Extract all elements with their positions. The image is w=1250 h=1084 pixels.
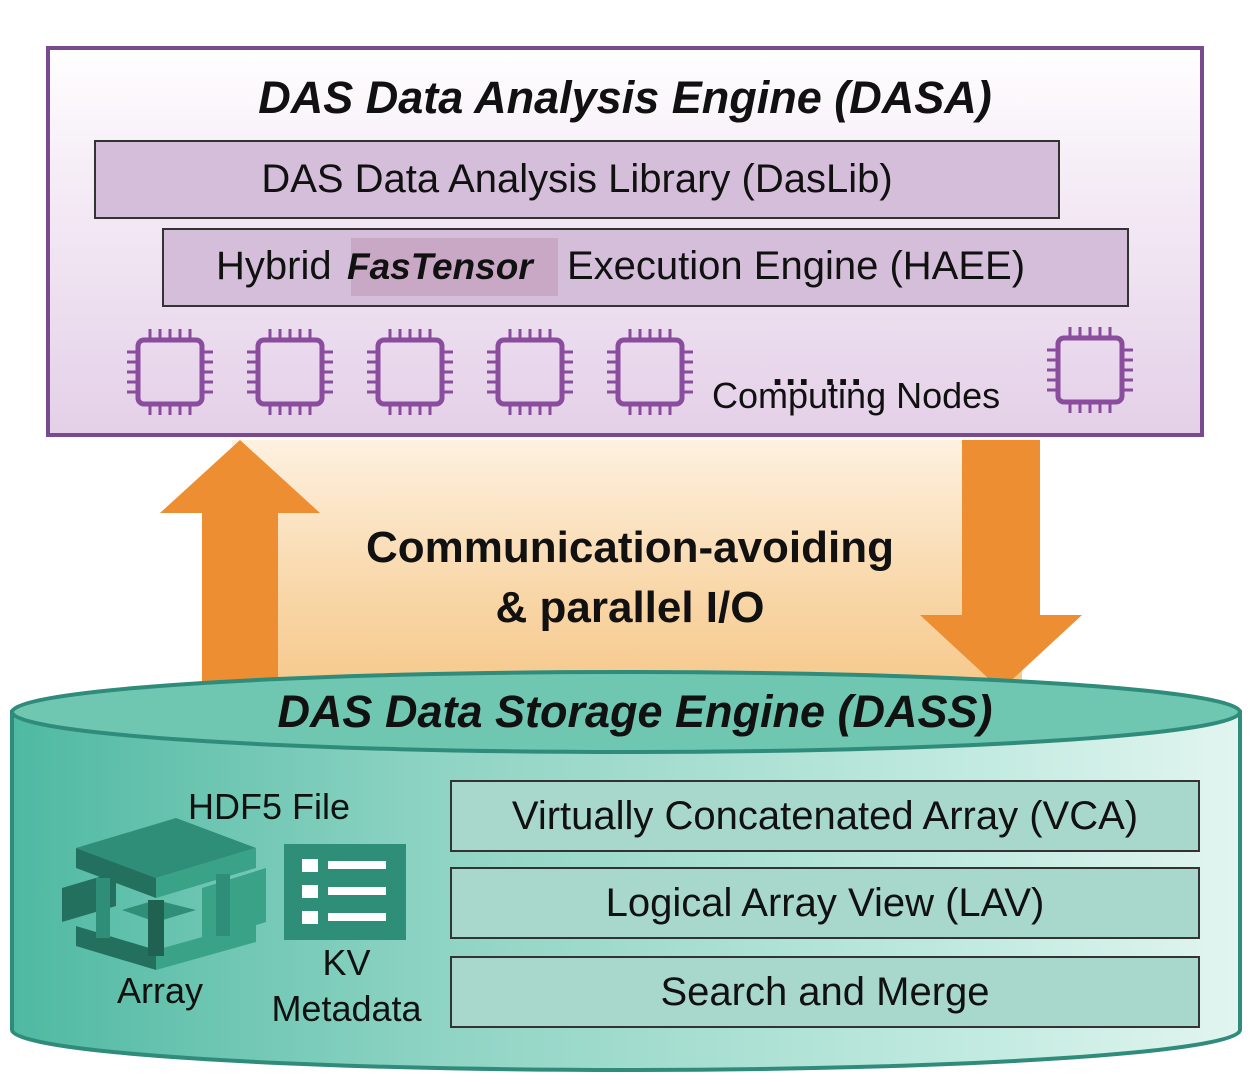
downward-arrow xyxy=(920,440,1082,690)
cylinder-top xyxy=(10,670,1242,754)
nodes-ellipsis: ... ... xyxy=(772,350,864,394)
upward-arrow xyxy=(160,440,320,690)
kv-metadata-label: KV Metadata xyxy=(264,940,429,1032)
search-merge-layer: Search and Merge xyxy=(450,956,1200,1028)
io-strategy-line2: & parallel I/O xyxy=(495,583,765,632)
kv-label-line2: Metadata xyxy=(271,988,422,1029)
vca-label: Virtually Concatenated Array (VCA) xyxy=(511,793,1139,838)
dass-title: DAS Data Storage Engine (DASS) xyxy=(277,686,993,737)
search-merge-label: Search and Merge xyxy=(660,969,990,1014)
io-strategy-line1: Communication-avoiding xyxy=(366,523,894,572)
dasa-engine-panel: DAS Data Analysis Engine (DASA) DAS Data… xyxy=(46,46,1204,437)
lav-layer: Logical Array View (LAV) xyxy=(450,867,1200,939)
array-label: Array xyxy=(117,970,204,1011)
io-strategy-label: Communication-avoiding & parallel I/O xyxy=(300,518,960,638)
kv-metadata-icon xyxy=(284,844,406,940)
vca-layer: Virtually Concatenated Array (VCA) xyxy=(450,780,1200,852)
daslib-layer: DAS Data Analysis Library (DasLib) xyxy=(94,140,1060,219)
fastensor-highlight xyxy=(351,238,558,296)
daslib-label: DAS Data Analysis Library (DasLib) xyxy=(261,157,893,201)
hdf5-file-label: HDF5 File xyxy=(188,786,351,827)
haee-layer: Hybrid FasTensor Execution Engine (HAEE) xyxy=(162,228,1129,307)
haee-prefix: Hybrid xyxy=(216,244,332,288)
dasa-title: DAS Data Analysis Engine (DASA) xyxy=(258,72,992,123)
fastensor-label: FasTensor xyxy=(347,246,533,287)
array-cube-icon xyxy=(62,818,266,970)
lav-label: Logical Array View (LAV) xyxy=(605,880,1045,925)
computing-nodes-label: Computing Nodes xyxy=(712,375,1001,416)
kv-label-line1: KV xyxy=(322,942,371,983)
data-flow-band xyxy=(232,440,1022,690)
haee-suffix: Execution Engine (HAEE) xyxy=(567,244,1026,288)
